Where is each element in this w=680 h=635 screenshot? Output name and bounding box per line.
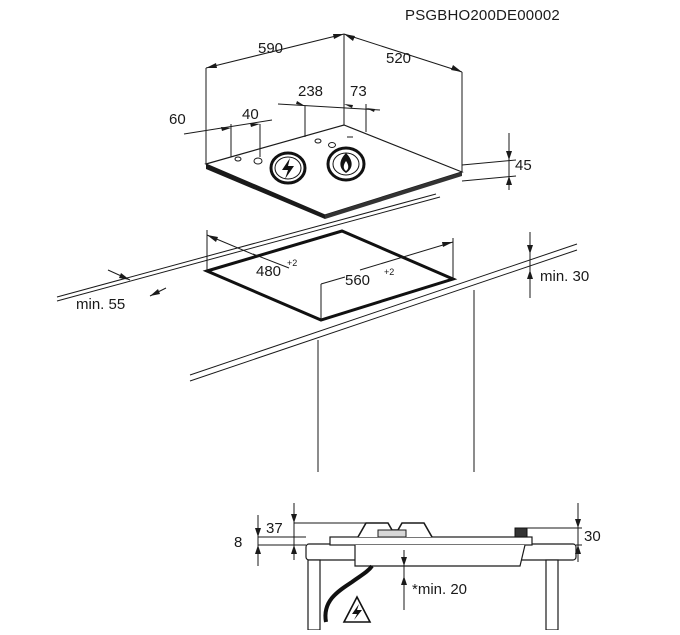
section-knob-height: 30 <box>584 528 601 545</box>
lightning-icon <box>269 151 307 185</box>
section-total-height: 8 <box>234 534 242 551</box>
knob-left <box>253 157 263 165</box>
min-side-clearance: min. 30 <box>540 268 589 285</box>
section-min-clearance: *min. 20 <box>412 581 467 598</box>
cutout-width-tolerance: +2 <box>384 267 394 277</box>
hob-width: 590 <box>258 40 283 57</box>
section-burner-height: 37 <box>266 520 283 537</box>
section-drawing: 8 37 30 *min. 20 <box>234 503 601 631</box>
worktop-drawing: 480 +2 560 +2 min. 55 min. 30 <box>56 193 589 472</box>
flame-icon <box>326 146 366 182</box>
cutout-depth-tolerance: +2 <box>287 258 297 268</box>
min-front-clearance: min. 55 <box>76 296 125 313</box>
control-offset-2: 73 <box>350 83 367 100</box>
hob-depth: 520 <box>386 50 411 67</box>
cutout-width: 560 <box>345 272 370 289</box>
document-code: PSGBHO200DE00002 <box>405 7 560 24</box>
edge-knob: 40 <box>242 106 259 123</box>
hob-drawing: 590 520 238 73 60 40 45 <box>169 33 532 219</box>
cutout-depth: 480 <box>256 263 281 280</box>
edge-left: 60 <box>169 111 186 128</box>
control-offset: 238 <box>298 83 323 100</box>
hob-height: 45 <box>515 157 532 174</box>
electric-warning-icon <box>342 595 372 623</box>
